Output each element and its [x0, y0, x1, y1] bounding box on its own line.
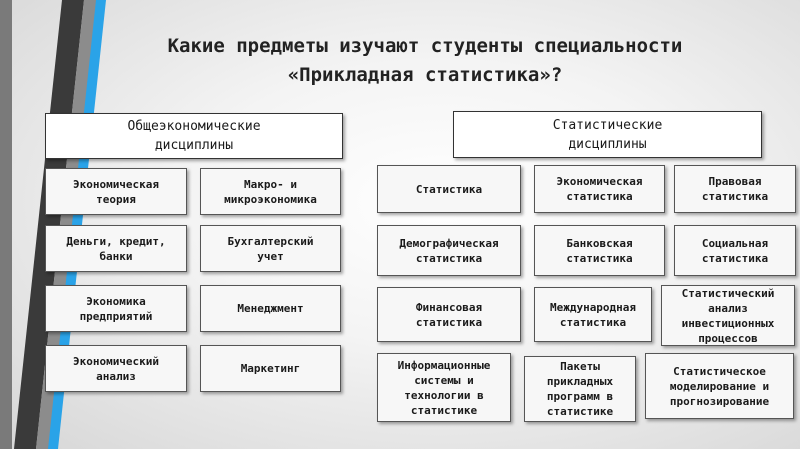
right-item-international-statistics: Международная статистика: [534, 287, 652, 342]
left-item-money-credit-banks: Деньги, кредит, банки: [45, 225, 187, 272]
right-item-information-systems: Информационные системы и технологии в ст…: [377, 353, 511, 422]
left-item-accounting: Бухгалтерский учет: [200, 225, 341, 272]
left-item-management: Менеджмент: [200, 285, 341, 332]
dark-stripe: [14, 0, 84, 449]
right-item-economic-statistics: Экономическая статистика: [534, 165, 665, 213]
right-item-software-packages: Пакеты прикладных программ в статистике: [524, 356, 636, 422]
right-item-bank-statistics: Банковская статистика: [534, 225, 665, 276]
left-item-macro-micro: Макро- и микроэкономика: [200, 168, 341, 215]
left-item-marketing: Маркетинг: [200, 345, 341, 392]
right-item-investment-analysis: Статистический анализ инвестиционных про…: [661, 285, 795, 346]
right-item-modeling-forecasting: Статистическое моделирование и прогнозир…: [645, 353, 794, 419]
right-item-legal-statistics: Правовая статистика: [674, 165, 796, 213]
page-title: Какие предметы изучают студенты специаль…: [90, 32, 760, 90]
title-line-2: «Прикладная статистика»?: [287, 64, 563, 86]
left-item-enterprise-economics: Экономика предприятий: [45, 285, 187, 332]
right-item-social-statistics: Социальная статистика: [674, 225, 796, 276]
gray-stripe: [0, 0, 12, 449]
title-line-1: Какие предметы изучают студенты специаль…: [167, 35, 683, 57]
left-item-economic-theory: Экономическая теория: [45, 168, 187, 215]
left-item-economic-analysis: Экономический анализ: [45, 345, 187, 392]
statistical-header: Статистические дисциплины: [453, 111, 762, 158]
right-item-statistics: Статистика: [377, 165, 521, 213]
blue-stripe: [48, 0, 106, 449]
general-economic-header: Общеэкономические дисциплины: [45, 113, 343, 159]
decorative-stripes: [0, 0, 106, 449]
right-item-financial-statistics: Финансовая статистика: [377, 287, 521, 342]
right-item-demographic-statistics: Демографическая статистика: [377, 225, 521, 276]
